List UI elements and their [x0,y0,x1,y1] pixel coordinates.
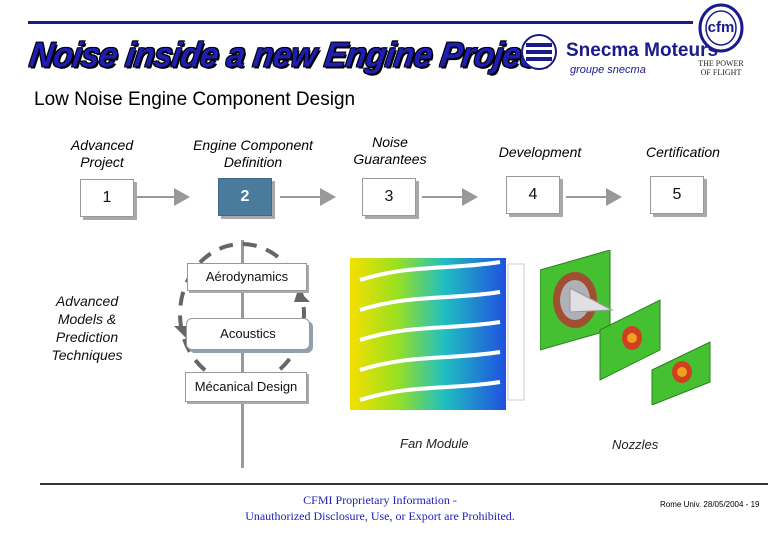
arrow-right-icon [606,188,622,206]
loop-item-mecanical: Mécanical Design [185,372,307,402]
company-name: Snecma Moteurs [566,40,719,61]
stage-label-1: Advanced Project [52,137,152,171]
section-subtitle: Low Noise Engine Component Design [34,89,356,110]
stage-label-3: Noise Guarantees [340,134,440,168]
arrow-line-2 [280,196,322,198]
stage-label-2: Engine Component Definition [178,137,328,171]
cfm-tagline-line1: THE POWER [698,59,744,68]
stage-5-line1: Certification [646,144,720,160]
stage-box-3: 3 [362,178,416,216]
arrow-line-3 [422,196,464,198]
cfm-logo-icon [698,3,744,53]
footer-disclaimer: CFMI Proprietary Information - Unauthori… [180,492,580,524]
footer-rule [40,483,768,485]
fan-module-image [350,258,526,410]
stage-2-line1: Engine Component [193,137,313,153]
company-group: groupe snecma [570,64,646,76]
nozzles-caption: Nozzles [612,437,659,452]
slide-title: Noise inside a new Engine Project [27,35,552,74]
footer-line2: Unauthorized Disclosure, Use, or Export … [245,509,515,523]
snecma-logo-icon [520,33,558,71]
stage-box-2: 2 [218,178,272,216]
fan-module-caption: Fan Module [400,436,469,451]
process-stem [241,240,244,468]
arrow-right-icon [320,188,336,206]
arrow-line-1 [136,196,176,198]
cfm-tagline-line2: OF FLIGHT [700,68,742,77]
loop-item-aerodynamics: Aérodynamics [187,263,307,291]
stage-1-line2: Project [80,154,124,170]
stage-1-line1: Advanced [70,137,134,153]
loop-item-acoustics: Acoustics [186,318,310,350]
stage-label-4: Development [485,144,595,161]
arrow-right-icon [174,188,190,206]
cfm-tagline: THE POWER OF FLIGHT [697,59,745,77]
arrow-line-4 [566,196,608,198]
footer-line1: CFMI Proprietary Information - [303,493,457,507]
arrow-right-icon [462,188,478,206]
stage-label-5: Certification [628,144,738,161]
loop-arrowhead-icon [294,290,310,302]
stage-box-4: 4 [506,176,560,214]
cfm-logo-text: cfm [707,19,735,36]
nozzles-image [539,249,720,406]
footer-page-info: Rome Univ. 28/05/2004 - 19 [660,500,760,509]
stage-2-line2: Definition [223,154,283,170]
stage-3-line1: Noise [372,134,408,150]
stage-3-line2: Guarantees [353,151,427,167]
stage-box-5: 5 [650,176,704,214]
stage-box-1: 1 [80,179,134,217]
left-note: Advanced Models & Prediction Techniques [51,293,123,363]
header-rule [28,21,693,24]
stage-4-line1: Development [498,144,582,160]
